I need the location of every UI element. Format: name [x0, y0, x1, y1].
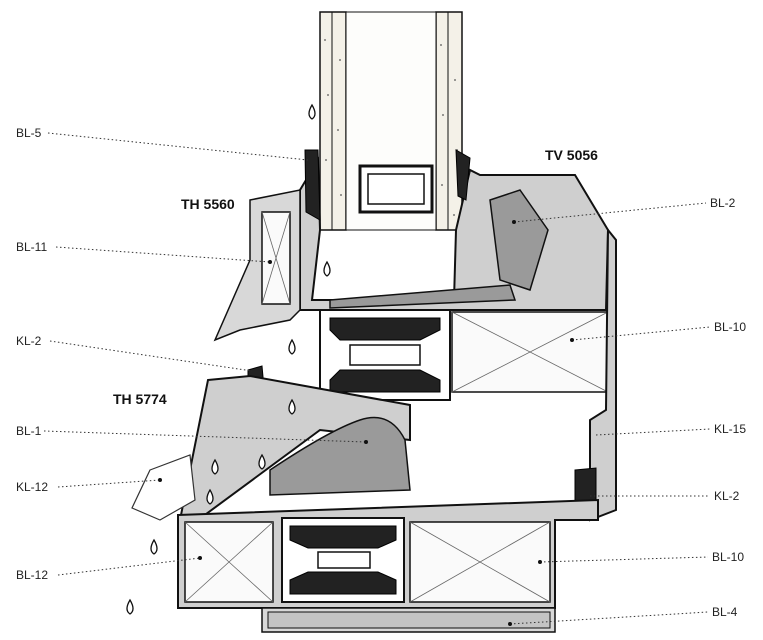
- profile-title-tv5056: TV 5056: [545, 147, 598, 163]
- label-right-2: BL-10: [714, 320, 746, 334]
- label-right-5: BL-10: [712, 550, 744, 564]
- leader-lines: [43, 132, 711, 626]
- label-left-1: BL-5: [16, 126, 42, 140]
- profile-title-th5560: TH 5560: [181, 196, 235, 212]
- label-right-3: KL-15: [714, 422, 746, 436]
- label-left-2: BL-11: [16, 240, 47, 254]
- glazing-unit: [319, 11, 463, 231]
- sash-profile: [213, 149, 617, 522]
- label-left-5: KL-12: [16, 480, 48, 494]
- label-left-3: KL-2: [16, 334, 42, 348]
- label-right-6: BL-4: [712, 605, 738, 619]
- profile-title-th5774: TH 5774: [113, 391, 167, 407]
- label-left-6: BL-12: [16, 568, 48, 582]
- label-left-4: BL-1: [16, 424, 42, 438]
- label-right-4: KL-2: [714, 489, 740, 503]
- frame-profile: [131, 374, 599, 633]
- water-drops: [126, 103, 331, 615]
- label-right-1: BL-2: [710, 196, 736, 210]
